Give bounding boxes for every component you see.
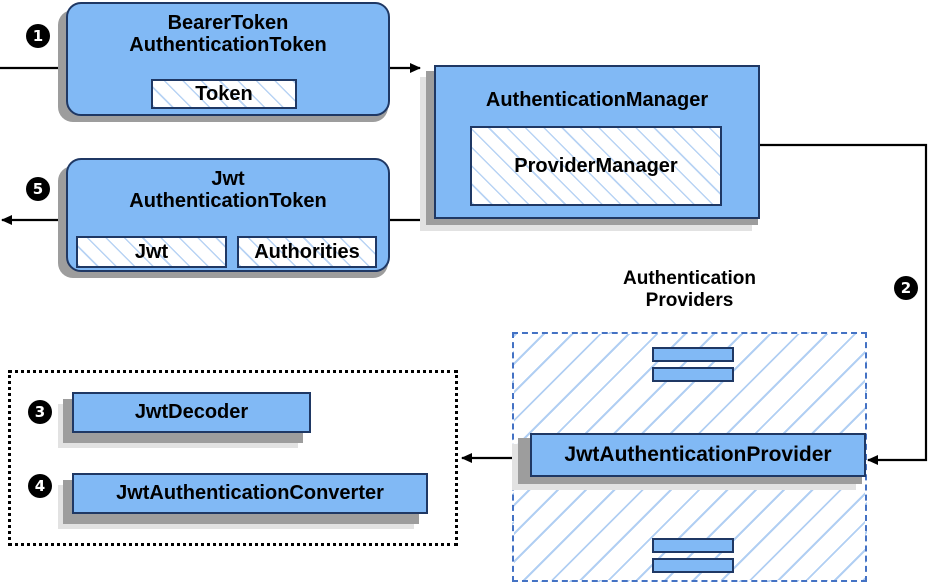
step-marker-3: 3 [28,400,52,424]
step-marker-5: 5 [26,177,50,201]
jwt-box[interactable]: Jwt [76,236,227,268]
bearer-token-label: BearerToken AuthenticationToken [68,12,388,57]
bearer-token-label-line2: AuthenticationToken [129,34,327,57]
authentication-manager-label: AuthenticationManager [485,89,709,111]
authentication-providers-label-line2: Providers [645,289,734,311]
provider-stack-bar-top-2 [652,367,734,382]
jwt-authentication-token-label-line1: Jwt [211,168,245,190]
provider-stack-bar-bottom-1 [652,538,734,553]
bearer-token-label-line1: BearerToken [167,12,289,34]
jwt-support-components-region [8,370,458,546]
jwt-authentication-converter-node[interactable]: JwtAuthenticationConverter [72,473,428,514]
provider-manager-box[interactable]: ProviderManager [470,126,722,206]
step-marker-2: 2 [894,276,918,300]
authorities-box[interactable]: Authorities [237,236,377,268]
jwt-decoder-node[interactable]: JwtDecoder [72,392,311,433]
provider-stack-bar-bottom-2 [652,558,734,573]
jwt-authentication-token-label: Jwt AuthenticationToken [68,168,388,213]
token-box[interactable]: Token [151,79,297,109]
step-marker-1: 1 [26,24,50,48]
jwt-authentication-token-label-line2: AuthenticationToken [129,190,327,213]
provider-stack-bar-top-1 [652,347,734,362]
authentication-providers-label-line1: Authentication [623,268,756,289]
authentication-providers-label: Authentication Providers [512,268,867,312]
jwt-authentication-provider-node[interactable]: JwtAuthenticationProvider [530,433,866,477]
step-marker-4: 4 [28,474,52,498]
